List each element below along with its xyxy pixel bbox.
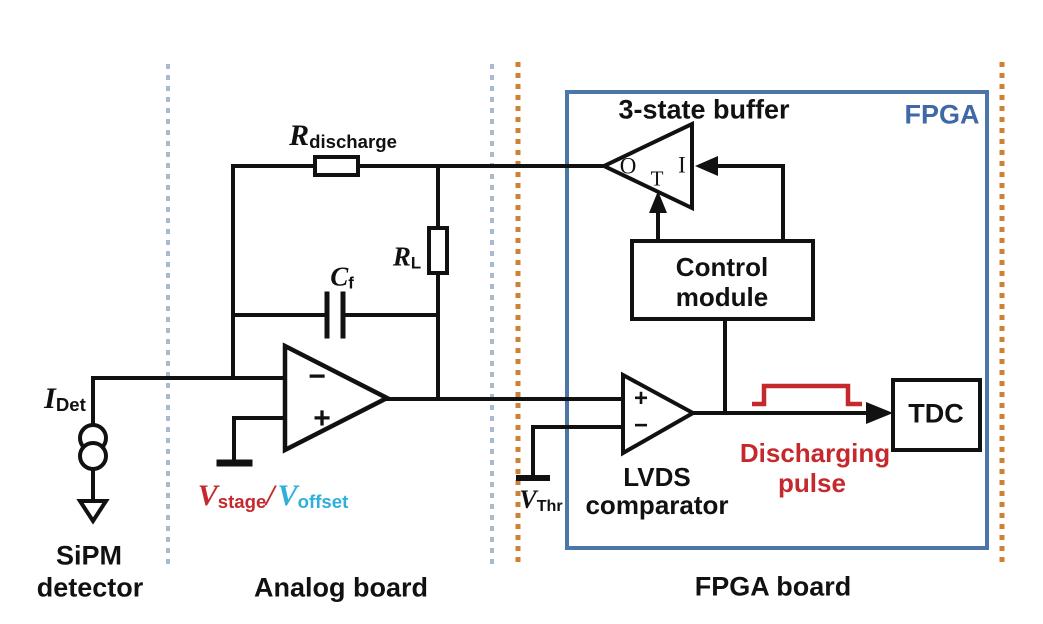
buffer-pin-in: I — [678, 152, 686, 178]
r-discharge-resistor — [313, 155, 360, 177]
fpga-board-label: FPGA board — [694, 571, 852, 602]
r-discharge-main: R — [289, 119, 310, 152]
sipm-arrow-down — [76, 499, 110, 525]
v-offset: Voffset — [278, 479, 349, 512]
control-module-box — [630, 239, 815, 321]
v-thr-label: VThr — [519, 485, 563, 515]
r-load-sub: L — [410, 253, 422, 273]
sipm-label-line1: SiPM — [55, 540, 123, 571]
v-stage: Vstage/ — [198, 479, 275, 512]
comparator-minus-sign: − — [633, 412, 649, 439]
feedback-top-wire — [231, 164, 606, 380]
v-thr-main: V — [519, 485, 537, 514]
tdc-label: TDC — [908, 398, 964, 429]
control-module-line2: module — [675, 282, 769, 312]
fpga-chip-label: FPGA — [904, 99, 980, 130]
capacitor-plates — [324, 291, 346, 339]
sipm-label-line2: detector — [36, 572, 144, 603]
analog-board-label: Analog board — [254, 572, 428, 603]
opamp-triangle — [282, 342, 392, 454]
r-discharge-sub: discharge — [309, 131, 397, 153]
comparator-label-line1: LVDS — [623, 462, 691, 492]
c-feedback-main: C — [330, 261, 349, 292]
v-stage-offset-label: Vstage/ Voffset — [198, 479, 349, 512]
buffer-title: 3-state buffer — [618, 94, 790, 125]
buffer-triangle — [599, 120, 694, 212]
opamp-plus-sign: + — [313, 402, 331, 435]
comparator-plus-sign: + — [633, 385, 649, 412]
tdc-box — [891, 378, 982, 452]
buffer-input-wire — [712, 164, 785, 243]
buffer-input-arrowhead — [695, 156, 718, 176]
v-offset-sub: offset — [297, 491, 349, 513]
buffer-tristate-arrowhead — [649, 191, 667, 213]
opamp-minus-sign: − — [308, 360, 326, 393]
comparator-minus-wire — [531, 425, 625, 479]
buffer-pin-out: O — [619, 153, 637, 179]
c-feedback-label: Cf — [330, 261, 354, 293]
opamp-plus-wire — [232, 416, 287, 463]
v-thr-sub: Thr — [536, 496, 563, 515]
control-module-line1: Control — [675, 252, 769, 282]
discharging-pulse-line1: Discharging — [739, 438, 891, 468]
v-offset-main: V — [277, 479, 298, 512]
i-det-sub: Det — [55, 394, 86, 416]
i-det-main: I — [44, 382, 56, 415]
buffer-pin-tristate: T — [650, 166, 664, 191]
r-load-resistor — [427, 226, 449, 275]
comparator-label-line2: comparator — [585, 490, 729, 520]
comparator-triangle — [621, 371, 698, 457]
v-stage-sub: stage — [217, 491, 267, 513]
current-source-circle-bottom — [78, 441, 108, 471]
discharging-pulse-line2: pulse — [778, 468, 846, 498]
tdc-arrowhead — [866, 402, 893, 424]
discharging-pulse-waveform — [752, 383, 862, 407]
v-stage-main: V — [197, 479, 218, 512]
r-load-main: R — [392, 241, 411, 272]
i-det-label: IDet — [44, 382, 86, 416]
r-load-label: RL — [392, 241, 422, 273]
slash: / — [266, 479, 275, 512]
wires — [91, 164, 872, 503]
c-feedback-sub: f — [348, 273, 354, 293]
fpga-chip-box — [565, 90, 989, 550]
r-discharge-label: Rdischarge — [289, 119, 397, 153]
